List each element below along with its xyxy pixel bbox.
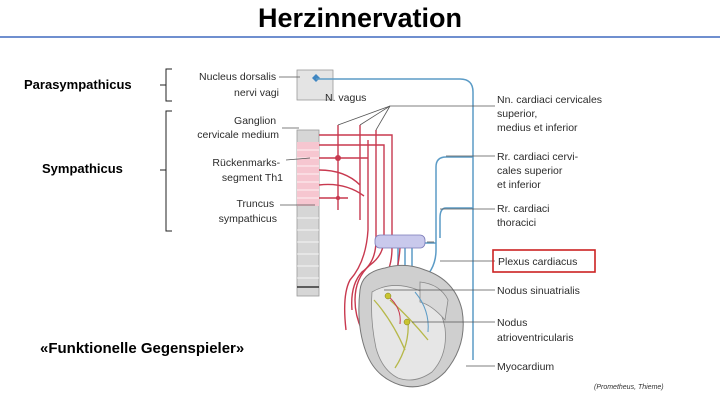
nn-cardiaci-cervicales-label: Nn. cardiaci cervicales superior, medius… — [497, 94, 605, 134]
sympathicus-bracket — [160, 110, 172, 232]
plexus-cardiacus-highlight — [492, 249, 596, 273]
source-credit: (Prometheus, Thieme) — [594, 384, 664, 391]
title-divider — [0, 36, 720, 38]
myocardium-label: Myocardium — [497, 361, 554, 373]
functional-antagonists-caption: «Funktionelle Gegenspieler» — [40, 340, 245, 357]
nodus-sinuatrialis-label: Nodus sinuatrialis — [497, 285, 580, 297]
nucleus-dorsalis-label: Nucleus dorsalis nervi vagi — [199, 71, 279, 99]
plexus-cardiacus — [374, 234, 426, 249]
ganglion-cervicale-label: Ganglion cervicale medium — [197, 115, 279, 141]
sinus-node — [384, 292, 392, 300]
truncus-sympathicus-label: Truncus sympathicus — [219, 198, 277, 225]
rueckenmarkssegment-label: Rückenmarks- segment Th1 — [212, 157, 283, 184]
page-title: Herzinnervation — [257, 3, 463, 33]
leader-lines — [279, 76, 495, 367]
sympathicus-label: Sympathicus — [42, 161, 123, 176]
parasympathicus-label: Parasympathicus — [24, 77, 132, 92]
sympathetic-trunk-pathway — [318, 125, 401, 366]
rr-cardiaci-cervicales-label: Rr. cardiaci cervi- cales superior et in… — [497, 151, 581, 191]
heart-illustration — [358, 264, 464, 388]
brainstem-segment — [296, 69, 334, 101]
n-vagus-label: N. vagus — [325, 92, 366, 104]
rr-cardiaci-thoracici-label: Rr. cardiaci thoracici — [497, 203, 552, 229]
sympathetic-ganglion-dots — [335, 155, 341, 201]
parasympathicus-bracket — [160, 68, 172, 102]
spinal-cord-column — [296, 129, 320, 297]
av-node — [403, 318, 411, 326]
nodus-atrioventricularis-label: Nodus atrioventricularis — [497, 317, 573, 344]
plexus-cardiacus-label: Plexus cardiacus — [498, 256, 577, 268]
